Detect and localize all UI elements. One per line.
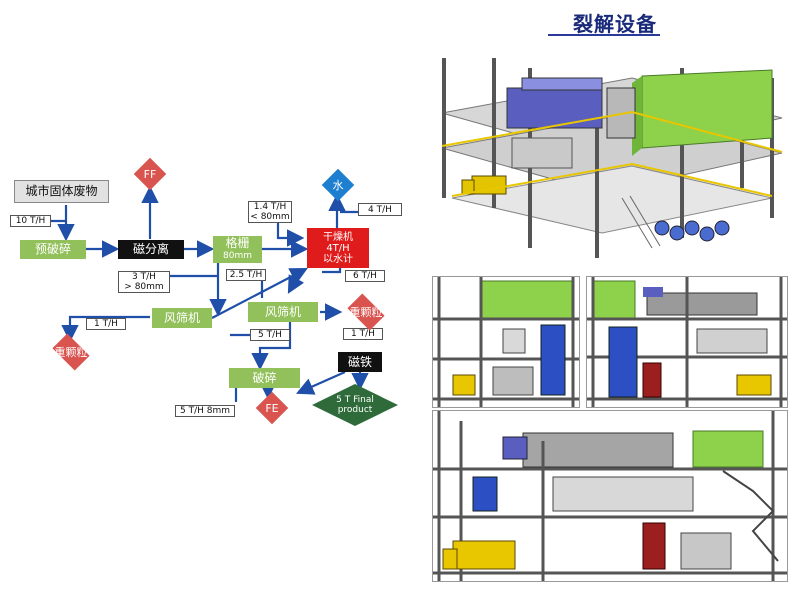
- rate-label: 5 T/H 8mm: [179, 406, 230, 416]
- node-dryer: 干燥机 4T/H 以水计: [307, 228, 369, 268]
- rate-1th-left: 1 T/H: [86, 318, 126, 330]
- rate-label: 4 T/H: [368, 204, 392, 215]
- rate-label: 1 T/H: [94, 319, 118, 329]
- node-wind-sifter-2: 风筛机: [248, 302, 318, 322]
- equipment-front-view: [432, 410, 788, 582]
- diamond-ff: FF: [131, 157, 169, 191]
- rate-5th-8mm: 5 T/H 8mm: [175, 405, 235, 417]
- node-sublabel: 80mm: [223, 250, 252, 261]
- rate-2-5th: 2.5 T/H: [226, 269, 266, 281]
- node-municipal-solid-waste: 城市固体废物: [14, 180, 109, 203]
- isometric-illustration: [441, 58, 783, 258]
- node-precrush: 预破碎: [20, 240, 86, 259]
- equipment-side-view-right: [586, 276, 788, 408]
- rate-1th-right: 1 T/H: [343, 328, 383, 340]
- diamond-water: 水: [315, 168, 361, 202]
- equipment-side-view-left: [432, 276, 580, 408]
- front-view-illustration: [433, 411, 787, 581]
- diamond-label: 重颗粒: [54, 345, 88, 359]
- node-label: 磁铁: [347, 354, 372, 369]
- diamond-label: FF: [143, 167, 157, 181]
- diamond-heavy-particles-right: 重颗粒: [333, 293, 399, 331]
- node-label-line1: 干燥机: [323, 231, 353, 243]
- node-crush: 破碎: [229, 368, 300, 388]
- rate-6th: 6 T/H: [345, 270, 385, 282]
- rate-label: 6 T/H: [353, 271, 377, 281]
- node-label: 格栅: [225, 235, 250, 250]
- diamond-heavy-particles-left: 重颗粒: [37, 333, 105, 371]
- side-view-left-illustration: [433, 277, 579, 407]
- page-title: 裂解设备: [573, 12, 657, 36]
- node-wind-sifter-1: 风筛机: [152, 308, 212, 328]
- diamond-label: FE: [265, 401, 279, 415]
- diamond-label-line2: product: [337, 405, 373, 415]
- node-label: 城市固体废物: [25, 184, 98, 198]
- rate-5th: 5 T/H: [250, 329, 290, 341]
- node-label: 风筛机: [264, 304, 301, 319]
- diamond-fe: FE: [249, 391, 295, 425]
- node-magnetic-separation: 磁分离: [118, 240, 184, 259]
- diamond-final-product: 5 T Final product: [312, 384, 398, 426]
- rate-label-line2: < 80mm: [250, 212, 290, 222]
- rate-label-line1: 3 T/H: [132, 272, 156, 282]
- diamond-label-line1: 5 T Final: [336, 395, 374, 405]
- rate-1-4th: 1.4 T/H < 80mm: [248, 201, 292, 223]
- node-label-line3: 以水计: [323, 253, 353, 265]
- side-view-right-illustration: [587, 277, 787, 407]
- node-grid: 格栅 80mm: [213, 236, 262, 263]
- rate-label-line1: 1.4 T/H: [253, 202, 287, 212]
- diamond-label: 水: [332, 178, 344, 192]
- rate-3th: 3 T/H > 80mm: [118, 271, 170, 293]
- rate-label: 10 T/H: [15, 216, 46, 226]
- node-label-line2: 4T/H: [326, 242, 350, 254]
- node-label: 破碎: [252, 370, 277, 385]
- node-label: 风筛机: [163, 310, 200, 325]
- rate-label-line2: > 80mm: [124, 282, 164, 292]
- rate-label: 1 T/H: [351, 329, 375, 339]
- title-underline: [548, 34, 660, 36]
- equipment-isometric-view: [432, 48, 788, 270]
- rate-4th: 4 T/H: [358, 203, 402, 216]
- node-label: 磁分离: [132, 242, 169, 256]
- rate-10th: 10 T/H: [10, 215, 51, 227]
- rate-label: 5 T/H: [258, 330, 282, 340]
- node-magnet: 磁铁: [338, 352, 382, 372]
- node-label: 预破碎: [34, 242, 71, 256]
- diamond-label: 重颗粒: [349, 305, 383, 319]
- rate-label: 2.5 T/H: [229, 270, 263, 280]
